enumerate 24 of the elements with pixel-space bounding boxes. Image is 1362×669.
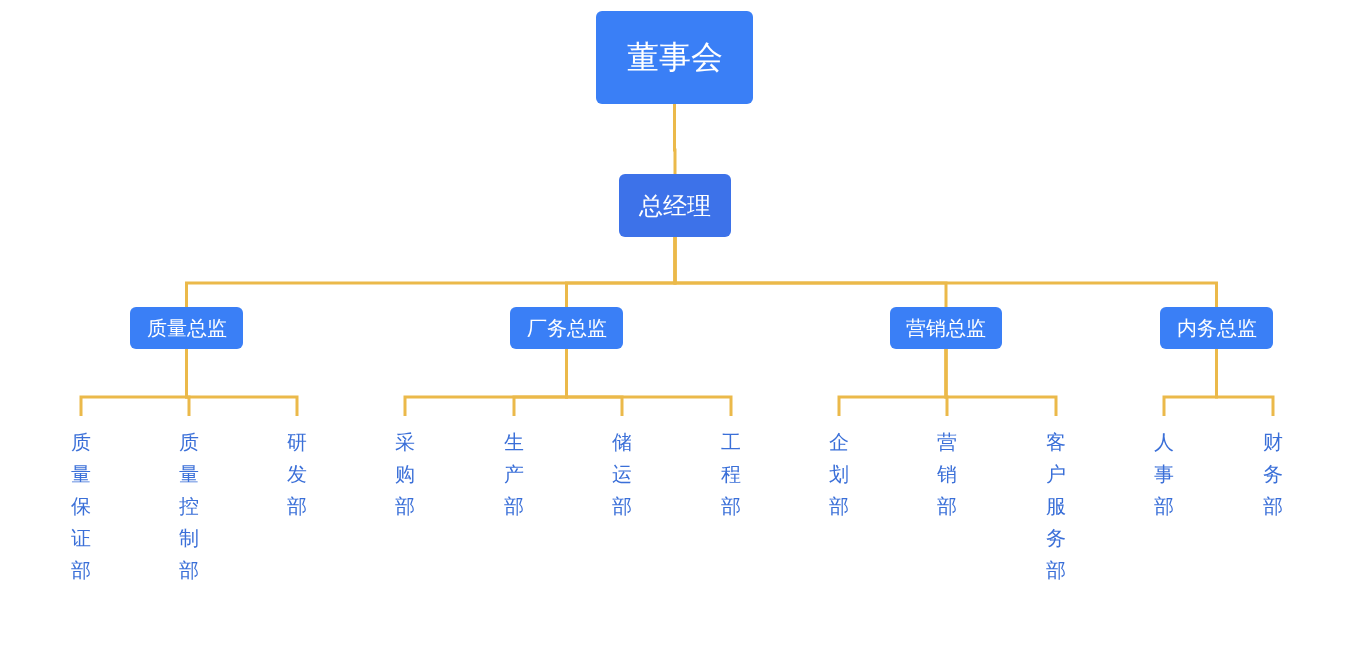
department-label: 财务部 xyxy=(1263,416,1283,522)
position-box: 内务总监 xyxy=(1160,307,1273,349)
department-label: 质量保证部 xyxy=(71,416,91,586)
position-box: 总经理 xyxy=(619,174,731,237)
department-label: 工程部 xyxy=(721,416,741,522)
board-box: 董事会 xyxy=(596,11,753,104)
connector-line xyxy=(185,349,299,416)
connector-line xyxy=(673,237,1218,307)
department-label: 人事部 xyxy=(1154,416,1174,522)
connector-line xyxy=(565,349,733,416)
department-label: 采购部 xyxy=(395,416,415,522)
department-label: 储运部 xyxy=(612,416,632,522)
connector-line xyxy=(1215,349,1275,416)
department-label: 企划部 xyxy=(829,416,849,522)
department-label: 客户服务部 xyxy=(1046,416,1066,586)
position-box: 质量总监 xyxy=(130,307,243,349)
position-box: 厂务总监 xyxy=(510,307,623,349)
department-label: 生产部 xyxy=(504,416,524,522)
connector-line xyxy=(673,104,677,174)
position-box: 营销总监 xyxy=(890,307,1002,349)
department-label: 研发部 xyxy=(287,416,307,522)
connector-line xyxy=(944,349,1058,416)
department-label: 营销部 xyxy=(937,416,957,522)
department-label: 质量控制部 xyxy=(179,416,199,586)
